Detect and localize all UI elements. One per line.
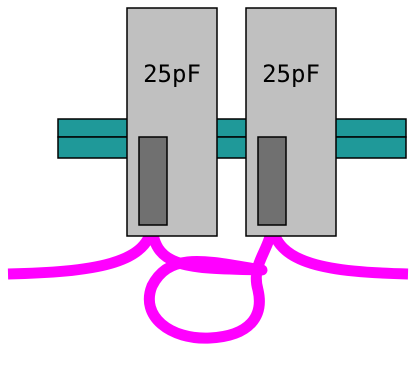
capacitor-1-contact — [138, 136, 168, 226]
capacitor-2: 25pF — [245, 7, 337, 237]
rail — [57, 118, 407, 159]
capacitor-2-contact — [257, 136, 287, 226]
rail-top — [57, 118, 407, 138]
capacitor-2-label: 25pF — [262, 60, 320, 88]
fiber-coil — [143, 221, 278, 344]
fiber-loop — [7, 221, 409, 344]
capacitor-1-label: 25pF — [143, 60, 201, 88]
rail-bottom — [57, 136, 407, 159]
capacitor-1: 25pF — [126, 7, 218, 237]
capacitor-1-body — [126, 7, 218, 237]
